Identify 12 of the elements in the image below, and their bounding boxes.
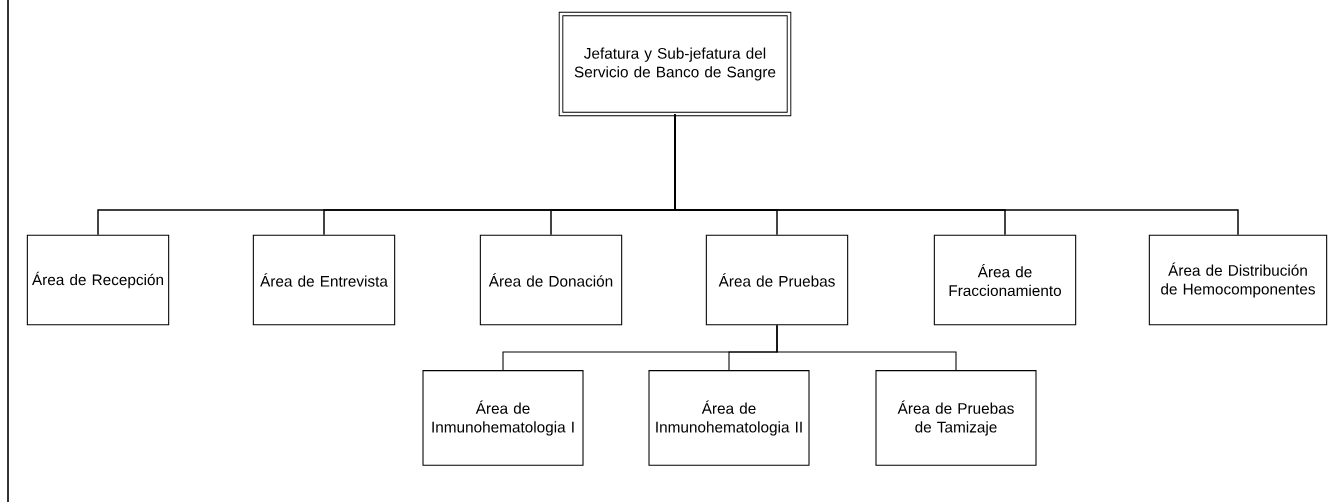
department-box: Área de Pruebas (705, 234, 849, 326)
department-box: Área de Pruebas de Tamizaje (875, 370, 1037, 466)
department-box: Área de Inmunohematologia II (648, 370, 810, 466)
department-box: Área de Distribución de Hemocomponentes (1148, 234, 1328, 326)
department-box: Área de Donación (479, 234, 623, 326)
connector-line (776, 324, 957, 371)
department-box: Área de Recepción (26, 234, 170, 326)
connector-line (674, 113, 1239, 236)
department-box: Área de Inmunohematologia I (422, 370, 584, 466)
department-box: Área de Fraccionamiento (933, 234, 1077, 326)
department-box: Área de Entrevista (252, 234, 396, 326)
head-box: Jefatura y Sub-jefatura del Servicio de Banco de Sangre (558, 11, 792, 117)
